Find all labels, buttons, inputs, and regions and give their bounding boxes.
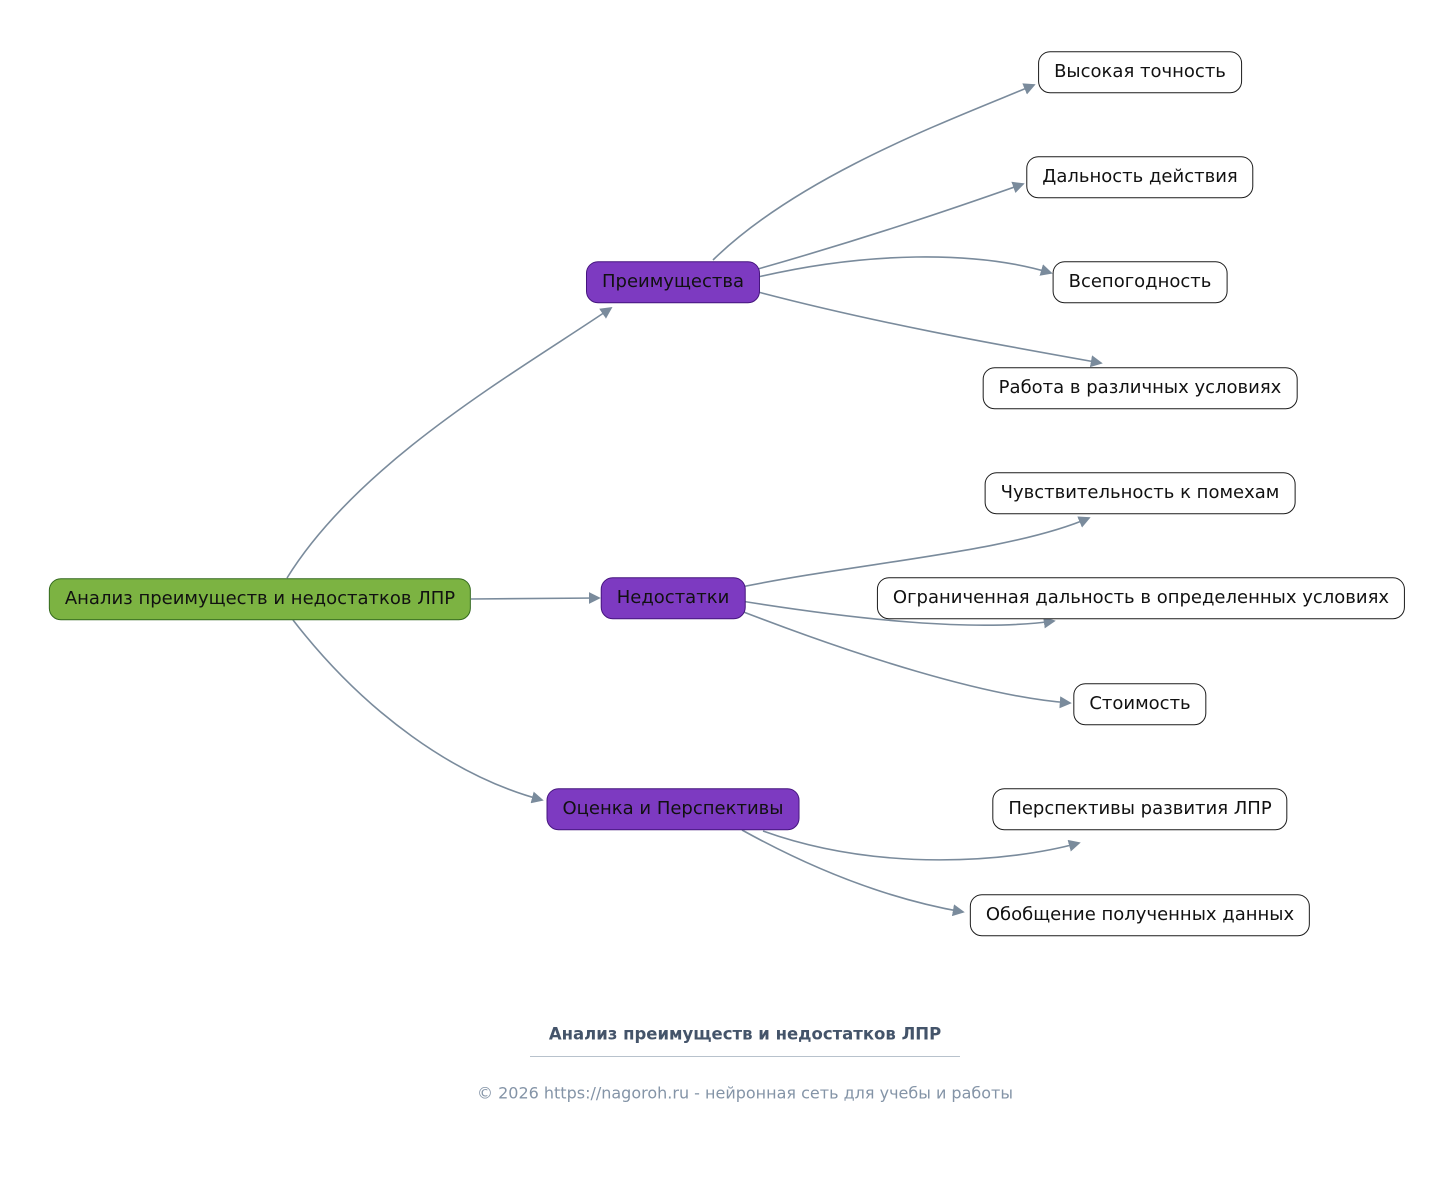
leaf-various-conditions[interactable]: Работа в различных условиях [982, 367, 1298, 409]
branch-disadvantages[interactable]: Недостатки [600, 577, 746, 619]
branch-evaluation[interactable]: Оценка и Перспективы [546, 788, 800, 830]
edge-evaluation-prospects [762, 830, 1081, 861]
leaf-data-summary[interactable]: Обобщение полученных данных [969, 894, 1311, 936]
leaf-limited-range[interactable]: Ограниченная дальность в определенных ус… [876, 577, 1406, 619]
edge-root-disadvantages [470, 592, 601, 605]
edge-root-advantages [286, 306, 613, 579]
leaf-interference-sensitivity[interactable]: Чувствительность к помехам [984, 472, 1296, 514]
leaf-development-prospects[interactable]: Перспективы развития ЛПР [992, 788, 1288, 830]
edge-advantages-conditions [757, 291, 1103, 368]
root-node[interactable]: Анализ преимуществ и недостатков ЛПР [48, 578, 472, 620]
leaf-high-accuracy[interactable]: Высокая точность [1038, 51, 1242, 93]
edge-advantages-range [757, 181, 1025, 270]
edge-advantages-all-weather [757, 256, 1053, 278]
copyright-suffix: - нейронная сеть для учебы и работы [689, 1083, 1014, 1103]
edge-advantages-accuracy [712, 83, 1036, 261]
footer-divider [530, 1056, 960, 1057]
footer-title: Анализ преимуществ и недостатков ЛПР [548, 1024, 942, 1044]
footer-link[interactable]: https://nagoroh.ru [543, 1083, 690, 1103]
leaf-cost[interactable]: Стоимость [1073, 683, 1207, 725]
branch-advantages[interactable]: Преимущества [585, 261, 761, 303]
edge-root-evaluation [292, 619, 544, 804]
leaf-all-weather[interactable]: Всепогодность [1052, 261, 1228, 303]
leaf-operating-range[interactable]: Дальность действия [1026, 156, 1254, 198]
footer-copyright: © 2026 https://nagoroh.ru - нейронная се… [477, 1084, 1013, 1103]
copyright-prefix: © 2026 [476, 1083, 544, 1103]
edge-disadvantages-cost [740, 610, 1072, 709]
edge-evaluation-summary [741, 829, 965, 917]
